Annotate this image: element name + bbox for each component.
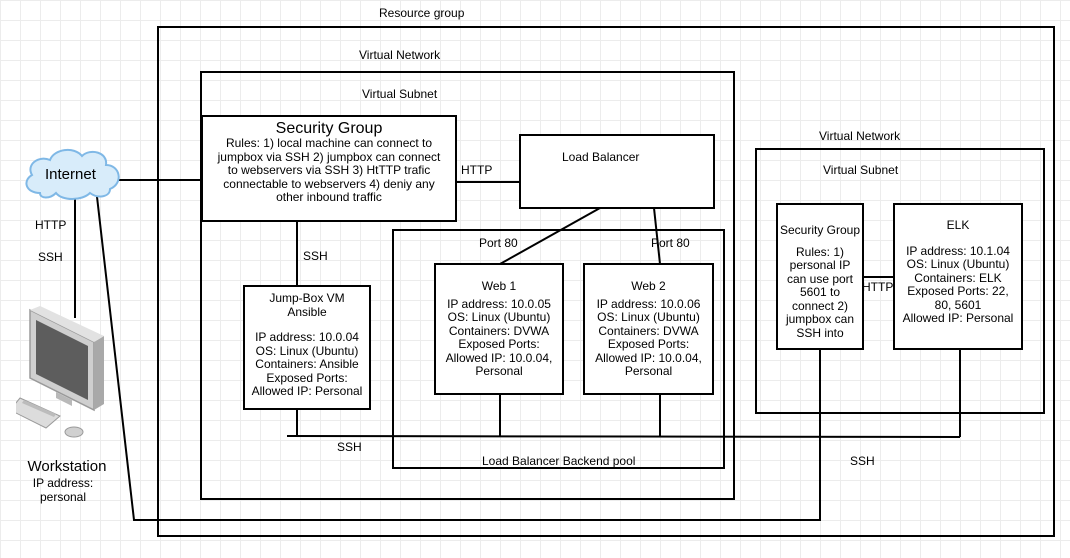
edge-load-balancer-web2 [653,207,661,265]
jumpbox-title: Jump-Box VM [269,291,345,305]
web1-line: Exposed Ports: [458,337,540,351]
elk-box [893,203,1023,350]
resource-group-box [157,26,1055,537]
security-group-2-line: can use port [786,271,854,286]
security-group-2-line: personal IP [789,258,851,272]
security-group-1-line: jumpbox via SSH 2) jumpbox can connect [217,149,441,164]
web2-line: Containers: DVWA [598,323,699,338]
internet-cloud-icon [25,148,120,200]
web1-title: Web 1 [481,279,517,293]
security-group-2-line: Rules: 1) [795,244,845,259]
virtual-subnet-2-label: Virtual Subnet [823,163,899,177]
elk-line: Allowed IP: Personal [902,311,1014,325]
load-balancer-box [519,134,715,209]
workstation-ip-text: IP address: personal [18,476,108,504]
ssh-label-bottom: SSH [337,440,362,454]
jumpbox-line: Containers: Ansible [255,357,359,371]
elk-line: IP address: 10.1.04 [906,243,1010,258]
security-group-1-line: to webservers via SSH 3) HtTTP trafic [227,163,431,177]
web1-line: Containers: DVWA [448,323,550,338]
security-group-2-title: Security Group [779,223,861,237]
jumpbox-box [243,285,371,410]
ssh-label-bottom-right: SSH [850,454,875,468]
virtual-subnet-2-box [755,148,1045,414]
web1-line: Allowed IP: 10.0.04, [445,350,553,365]
backend-pool-label: Load Balancer Backend pool [482,454,636,468]
elk-text: ELK IP address: 10.1.04 OS: Linux (Ubunt… [895,218,1021,326]
elk-line: 80, 5601 [934,297,982,312]
web2-line: Allowed IP: 10.0.04, [595,350,702,365]
ssh-label-workstation: SSH [38,250,63,264]
http-label-workstation: HTTP [35,218,67,232]
jumpbox-text: Jump-Box VM Ansible IP address: 10.0.04 … [245,291,369,399]
elk-title: ELK [946,218,970,232]
virtual-network-1-label: Virtual Network [359,48,441,62]
web2-line: Personal [624,364,673,378]
virtual-network-2-label: Virtual Network [819,129,901,143]
security-group-2-line: jumpbox can [785,312,855,326]
web1-text: Web 1 IP address: 10.0.05 OS: Linux (Ubu… [436,279,562,379]
web2-line: Exposed Ports: [607,337,690,351]
elk-line: Containers: ELK [914,270,1002,285]
jumpbox-subtitle: Ansible [287,304,327,319]
workstation-computer-icon [16,306,104,438]
jumpbox-line: Exposed Ports: [266,370,348,385]
security-group-1-line: Rules: 1) local machine can connect to [225,136,433,150]
elk-line: OS: Linux (Ubuntu) [906,257,1010,271]
security-group-1-title: Security Group [275,120,383,137]
security-group-2-line: 5601 to [799,285,841,299]
security-group-1-line: connectable to webservers 4) deniy any [223,176,435,191]
edge-load-balancer-web1 [499,207,601,265]
web1-box [434,263,564,395]
jumpbox-line: Allowed IP: Personal [251,384,363,398]
security-group-2-box [776,203,864,350]
jumpbox-line: OS: Linux (Ubuntu) [255,343,359,358]
virtual-subnet-1-box [200,71,735,500]
web1-line: OS: Linux (Ubuntu) [447,310,551,324]
security-group-2-line: connect 2) [791,298,849,313]
elk-line: Exposed Ports: 22, [907,284,1009,298]
edge-internet-elk [95,187,821,521]
web2-line: IP address: 10.0.06 [596,296,701,311]
workstation-ip-line: personal [39,489,87,504]
port-80-label-left: Port 80 [479,236,518,250]
security-group-1-box [201,115,457,222]
security-group-1-text: Security Group Rules: 1) local machine c… [203,120,455,205]
http-label-security-group-load-balancer: HTTP [461,163,493,177]
load-balancer-label: Load Balancer [562,150,640,164]
security-group-2-text: Security Group Rules: 1) personal IP can… [777,223,863,340]
resource-group-label: Resource group [379,6,465,20]
security-group-1-line: other inbound traffic [276,190,382,204]
web2-box [583,263,714,395]
jumpbox-line: IP address: 10.0.04 [255,330,359,344]
workstation-ip-line: IP address: [32,476,94,490]
workstation-label: Workstation [27,458,107,475]
virtual-subnet-1-label: Virtual Subnet [362,87,438,101]
http-label-elk: HTTP [862,280,894,294]
ssh-label-security-group-jumpbox: SSH [303,249,328,263]
backend-pool-box [392,229,725,469]
internet-label: Internet [45,166,96,183]
edge-ssh-bus [286,435,961,438]
port-80-label-right: Port 80 [651,236,690,250]
web2-line: OS: Linux (Ubuntu) [597,310,700,324]
web1-line: Personal [475,364,523,378]
web2-title: Web 2 [631,279,666,293]
web2-text: Web 2 IP address: 10.0.06 OS: Linux (Ubu… [585,279,712,379]
web1-line: IP address: 10.0.05 [447,296,551,311]
security-group-2-line: SSH into [796,325,844,340]
